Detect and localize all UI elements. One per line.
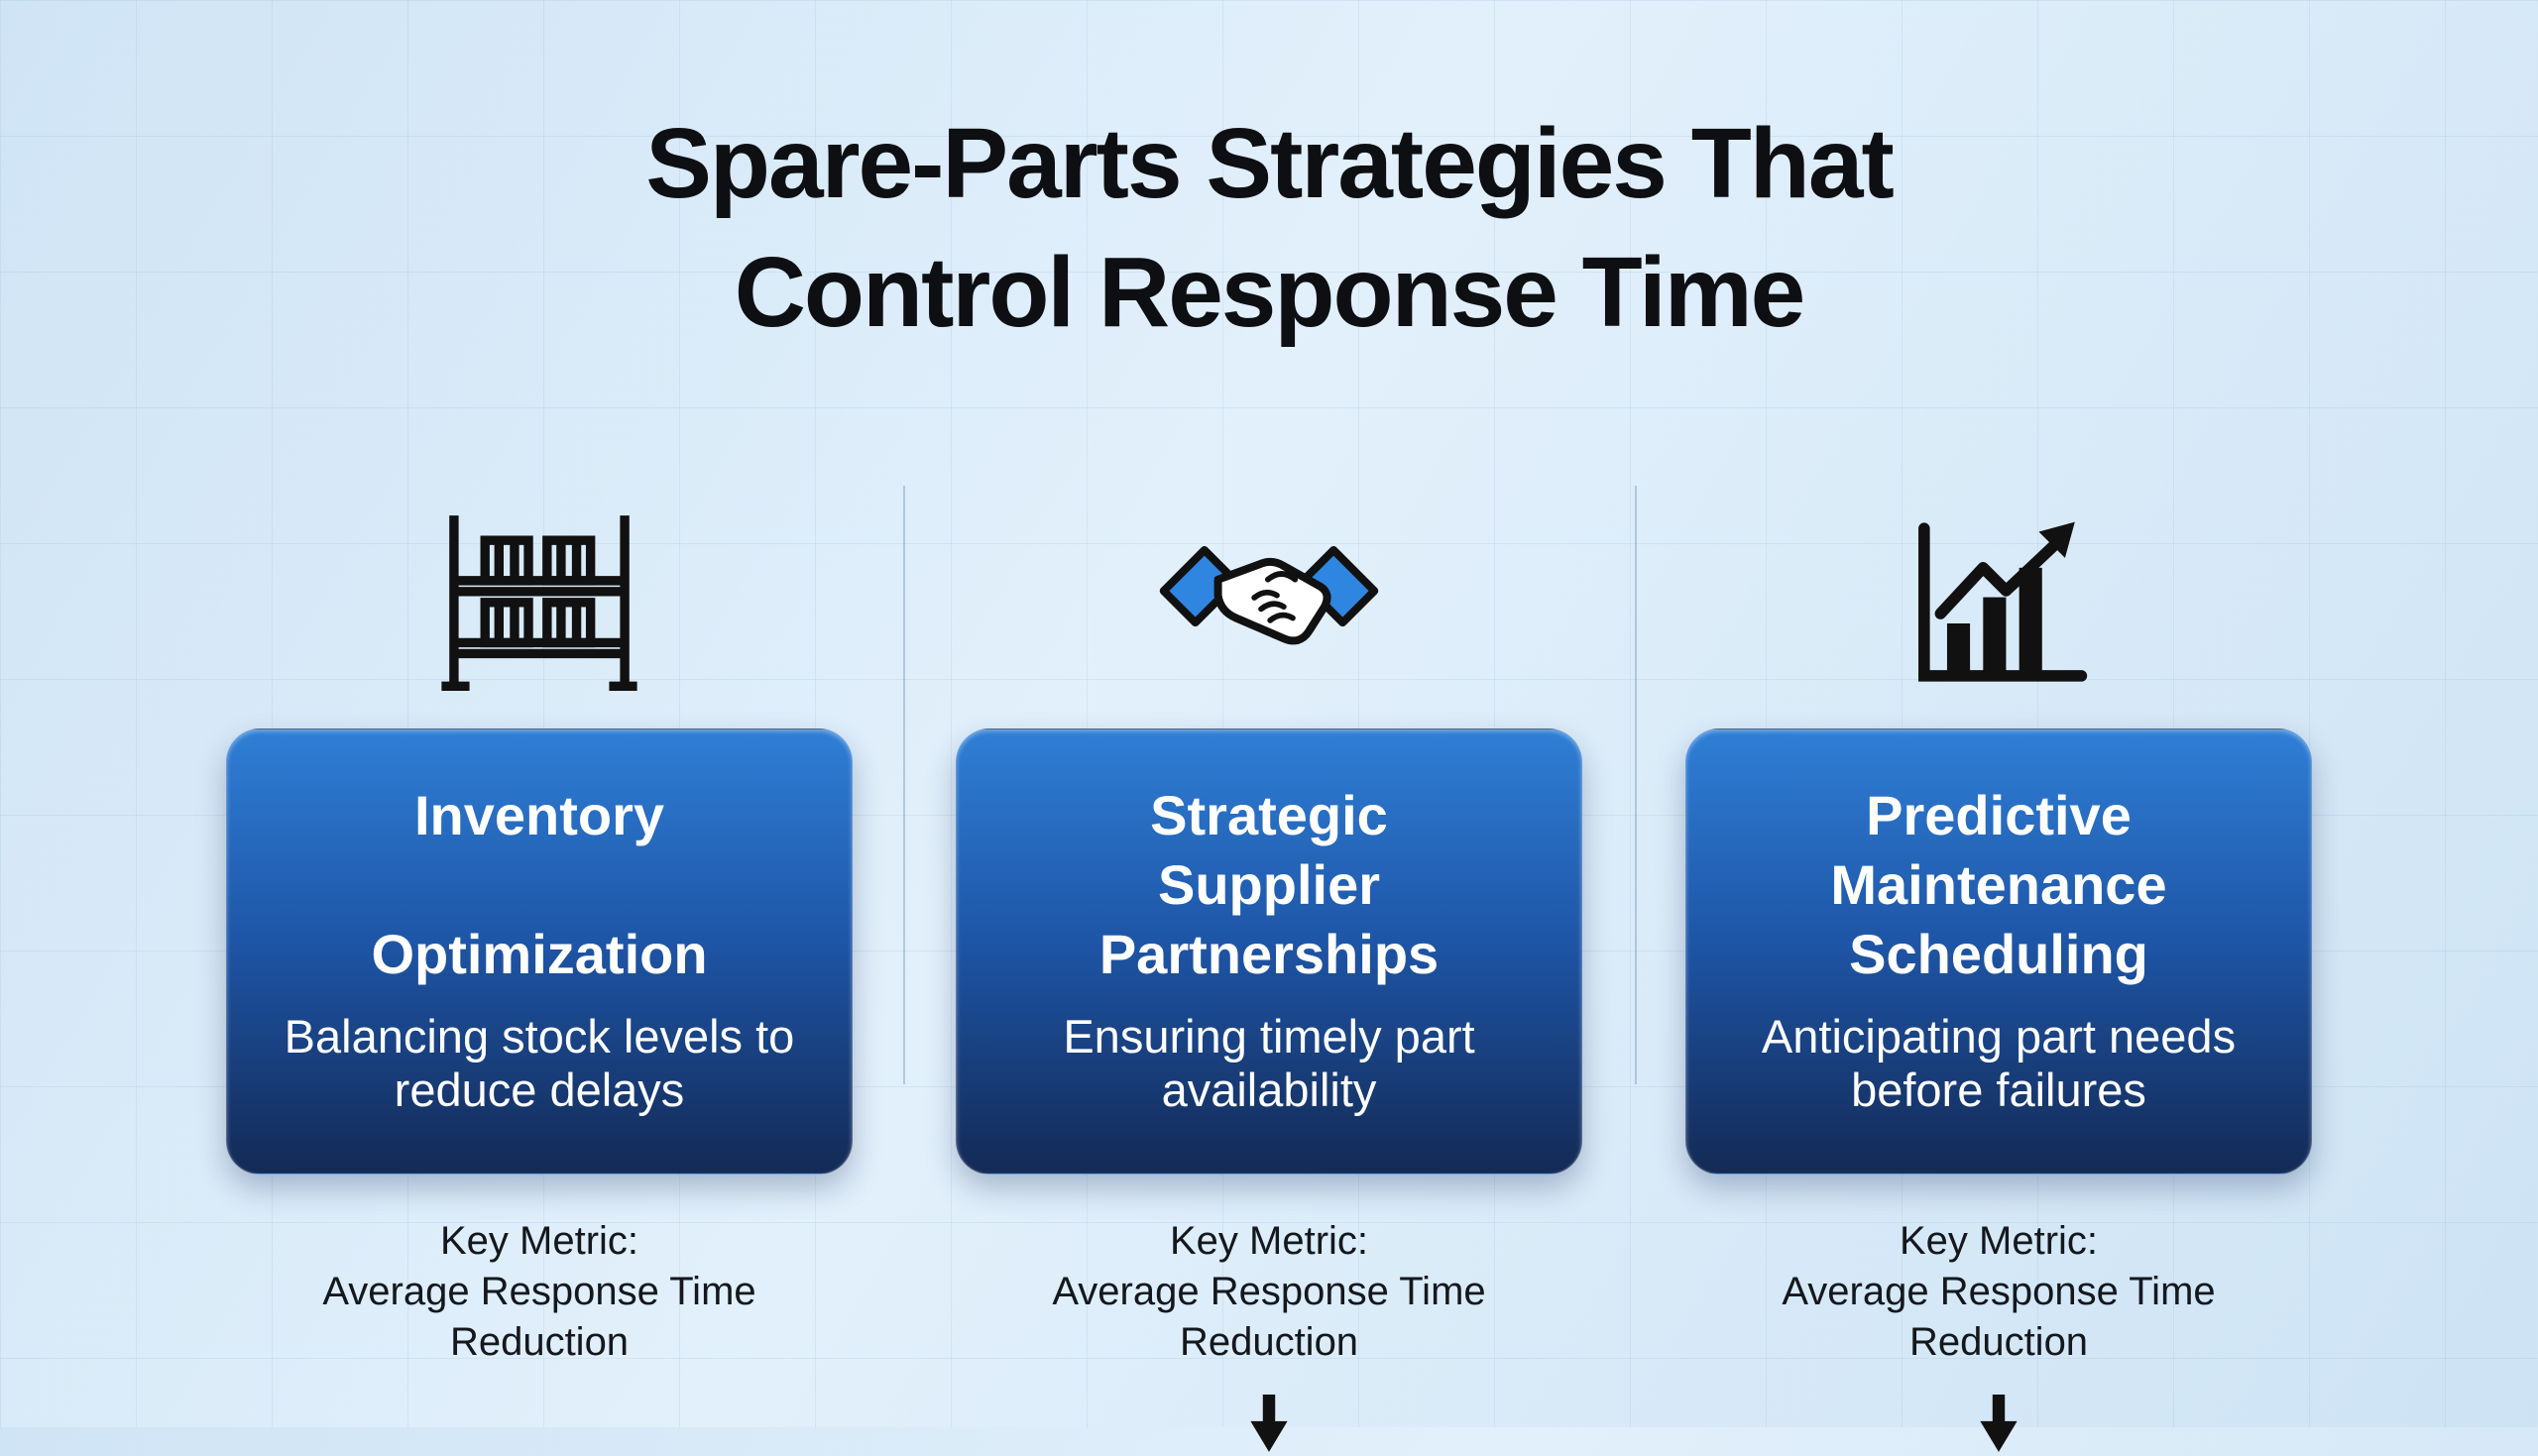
key-metric-label: Key Metric: xyxy=(1899,1219,2099,1263)
key-metric: Key Metric: Average Response Time Reduct… xyxy=(1746,1216,2251,1369)
key-metric-label: Key Metric: xyxy=(1169,1219,1369,1263)
card-title: Predictive Maintenance Scheduling xyxy=(1714,781,2283,989)
growth-chart-icon xyxy=(1904,478,2093,691)
card-title-line: Supplier xyxy=(1157,853,1381,916)
card-subtitle: Anticipating part needs before failures xyxy=(1761,1009,2237,1117)
strategy-columns: Inventory Optimization Balancing stock l… xyxy=(0,478,2538,1456)
card-title-line: Inventory xyxy=(413,784,665,846)
down-arrow-icon xyxy=(1976,1394,2021,1456)
page-title: Spare-Parts Strategies That Control Resp… xyxy=(0,99,2538,357)
column-divider xyxy=(903,486,905,1084)
strategy-card: Strategic Supplier Partnerships Ensuring… xyxy=(956,728,1582,1175)
strategy-column-predictive: Predictive Maintenance Scheduling Antici… xyxy=(1685,478,2312,1456)
key-metric: Key Metric: Average Response Time Reduct… xyxy=(1016,1216,1522,1369)
key-metric-value: Average Response Time Reduction xyxy=(1052,1270,1486,1365)
card-title-line: Predictive xyxy=(1866,784,2132,846)
card-title-line: Optimization xyxy=(371,923,708,985)
card-title-line: Partnerships xyxy=(1098,923,1440,985)
page-title-line-2: Control Response Time xyxy=(734,237,1806,348)
inventory-rack-icon xyxy=(436,478,642,691)
strategy-card: Inventory Optimization Balancing stock l… xyxy=(226,728,853,1175)
key-metric-label: Key Metric: xyxy=(439,1219,639,1263)
key-metric-value: Average Response Time Reduction xyxy=(322,1270,756,1365)
card-subtitle: Ensuring timely part availability xyxy=(1063,1009,1475,1117)
card-subtitle: Balancing stock levels to reduce delays xyxy=(284,1009,795,1117)
down-arrow-icon xyxy=(1246,1394,1292,1456)
strategy-card: Predictive Maintenance Scheduling Antici… xyxy=(1685,728,2312,1175)
card-title-line: Scheduling xyxy=(1849,923,2148,985)
column-divider xyxy=(1635,486,1637,1084)
card-title: Inventory Optimization xyxy=(255,781,824,989)
key-metric: Key Metric: Average Response Time Reduct… xyxy=(287,1216,792,1369)
handshake-icon xyxy=(1150,478,1388,691)
card-title-line: Strategic xyxy=(1150,784,1388,846)
card-title: Strategic Supplier Partnerships xyxy=(984,781,1554,989)
key-metric-value: Average Response Time Reduction xyxy=(1782,1270,2216,1365)
strategy-column-suppliers: Strategic Supplier Partnerships Ensuring… xyxy=(956,478,1582,1456)
page-title-line-1: Spare-Parts Strategies That xyxy=(645,108,1895,219)
card-title-line: Maintenance xyxy=(1830,853,2167,916)
strategy-column-inventory: Inventory Optimization Balancing stock l… xyxy=(226,478,853,1456)
